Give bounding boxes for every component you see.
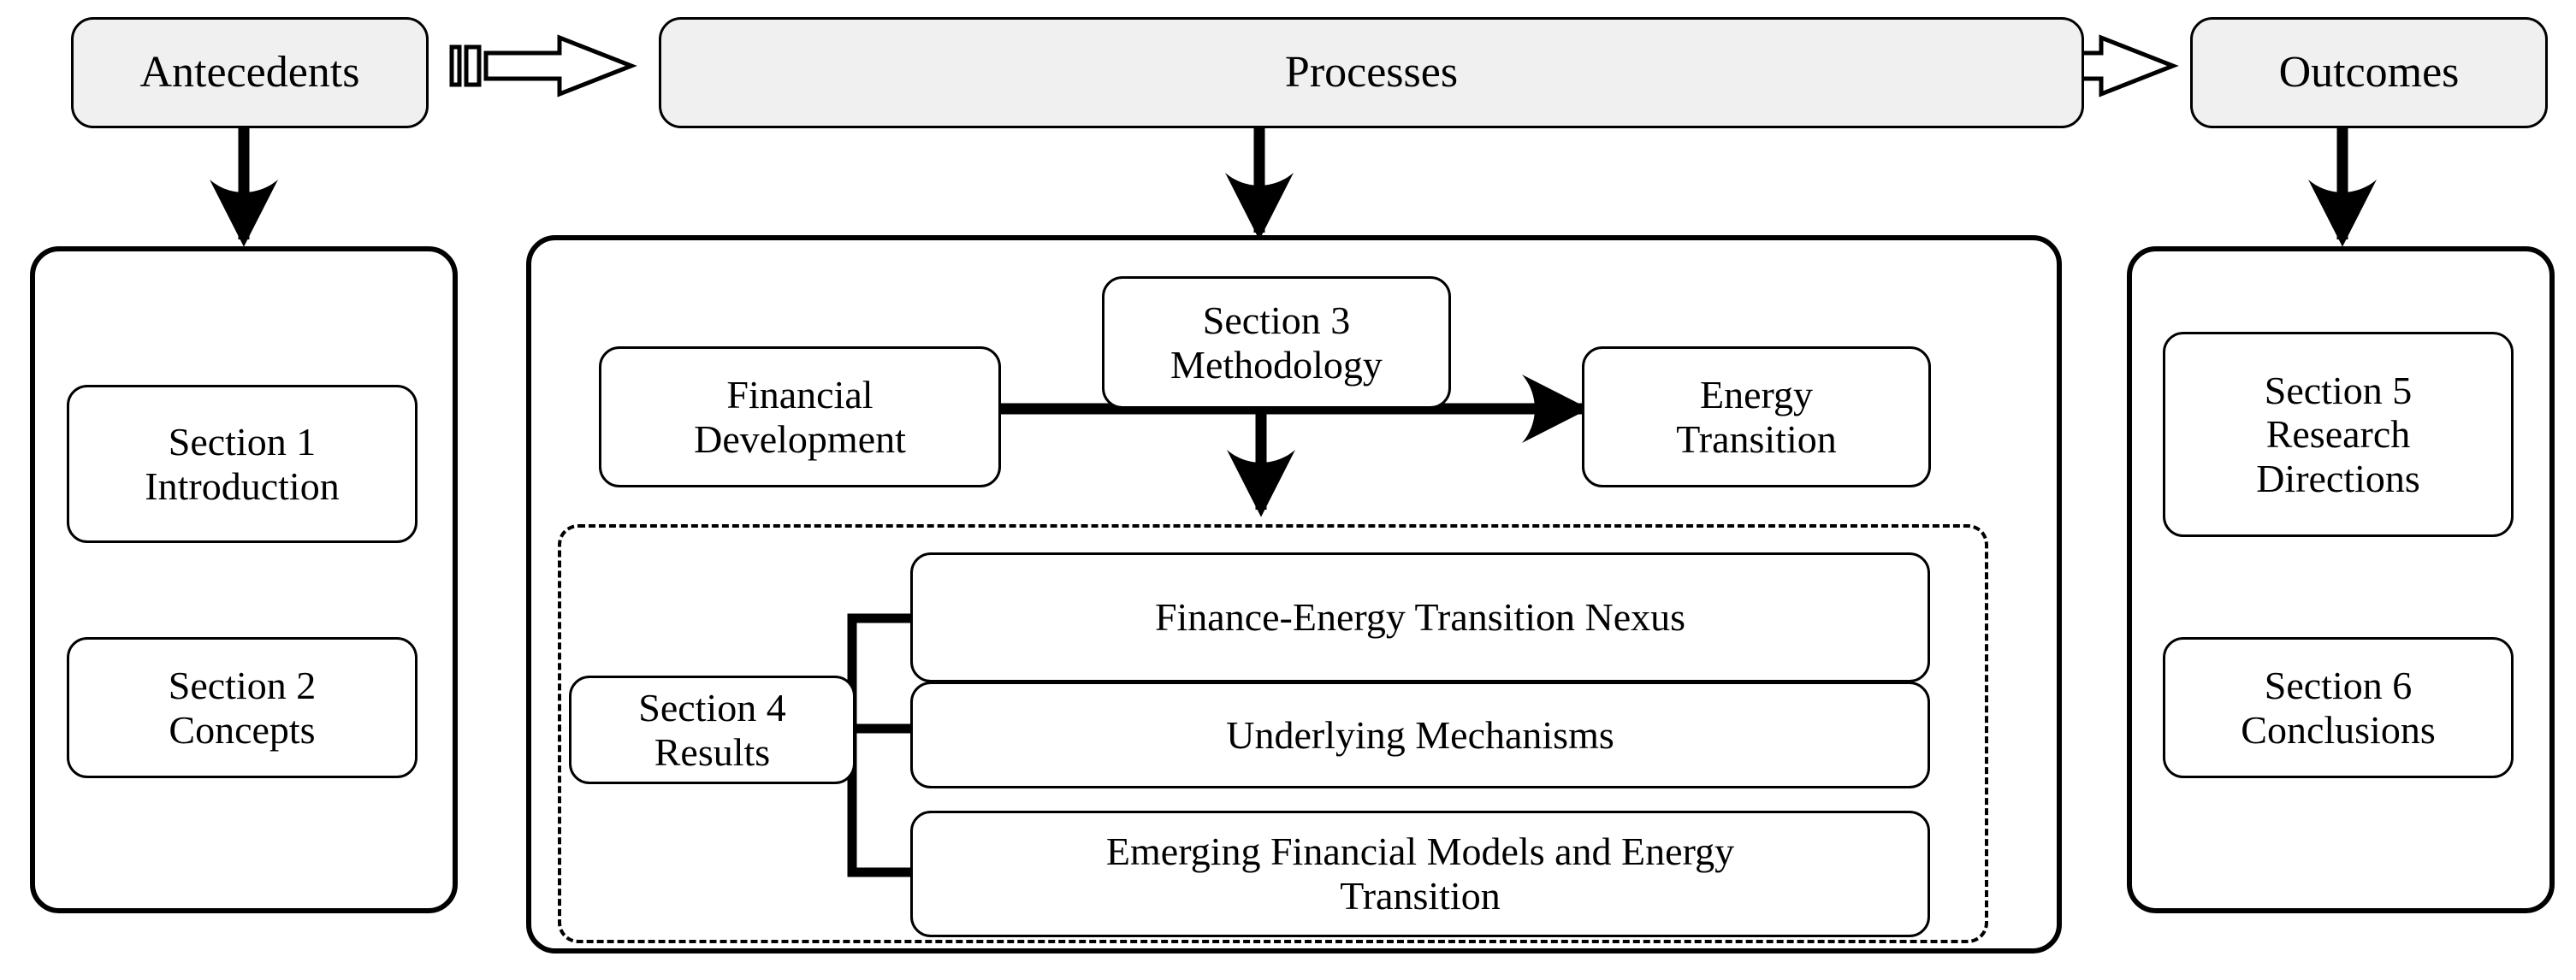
antecedents-to-processes-block-arrow [449, 34, 637, 97]
section-1-box[interactable]: Section 1 Introduction [67, 385, 417, 543]
header-antecedents-label: Antecedents [139, 47, 360, 97]
result-item-nexus-label: Finance-Energy Transition Nexus [1154, 595, 1686, 640]
results-group-dashed-box [558, 524, 1988, 943]
financial-development-label: Financial Development [694, 372, 906, 461]
antecedents-container [30, 246, 458, 913]
header-processes-label: Processes [1284, 47, 1459, 97]
energy-transition-label: Energy Transition [1676, 372, 1837, 461]
header-outcomes[interactable]: Outcomes [2190, 17, 2548, 128]
result-item-models-box[interactable]: Emerging Financial Models and Energy Tra… [910, 811, 1930, 937]
section-5-label: Section 5 Research Directions [2256, 368, 2420, 500]
header-processes[interactable]: Processes [659, 17, 2084, 128]
section-2-box[interactable]: Section 2 Concepts [67, 637, 417, 778]
result-item-nexus-box[interactable]: Finance-Energy Transition Nexus [910, 552, 1930, 682]
result-item-mechanisms-label: Underlying Mechanisms [1226, 712, 1614, 757]
section-6-box[interactable]: Section 6 Conclusions [2163, 637, 2514, 778]
result-item-models-label: Emerging Financial Models and Energy Tra… [1105, 829, 1735, 918]
section-4-results-label: Section 4 Results [638, 685, 786, 774]
section-1-label: Section 1 Introduction [145, 419, 340, 508]
header-outcomes-label: Outcomes [2278, 47, 2460, 97]
section-3-methodology-box[interactable]: Section 3 Methodology [1102, 276, 1451, 409]
section-5-box[interactable]: Section 5 Research Directions [2163, 332, 2514, 537]
section-4-results-box[interactable]: Section 4 Results [569, 676, 856, 784]
energy-transition-box[interactable]: Energy Transition [1582, 346, 1931, 487]
header-antecedents[interactable]: Antecedents [71, 17, 429, 128]
result-item-mechanisms-box[interactable]: Underlying Mechanisms [910, 682, 1930, 788]
section-3-methodology-label: Section 3 Methodology [1170, 298, 1383, 387]
financial-development-box[interactable]: Financial Development [599, 346, 1001, 487]
section-6-label: Section 6 Conclusions [2241, 663, 2436, 752]
section-2-label: Section 2 Concepts [168, 663, 317, 752]
